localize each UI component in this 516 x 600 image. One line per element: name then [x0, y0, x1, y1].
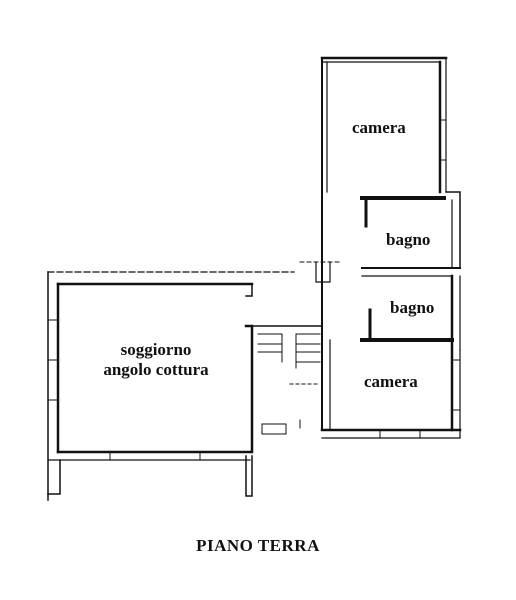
room-label-soggiorno-line1: soggiorno	[120, 340, 192, 359]
plan-title: PIANO TERRA	[196, 536, 320, 555]
room-label-bagno-bottom: bagno	[390, 298, 435, 317]
room-label-camera-top: camera	[352, 118, 406, 137]
room-label-soggiorno: soggiorno angolo cottura	[72, 340, 240, 381]
room-label-camera-bottom: camera	[364, 372, 418, 391]
walls	[47, 56, 462, 501]
room-label-bagno-top: bagno	[386, 230, 431, 249]
room-label-soggiorno-line2: angolo cottura	[103, 360, 209, 380]
